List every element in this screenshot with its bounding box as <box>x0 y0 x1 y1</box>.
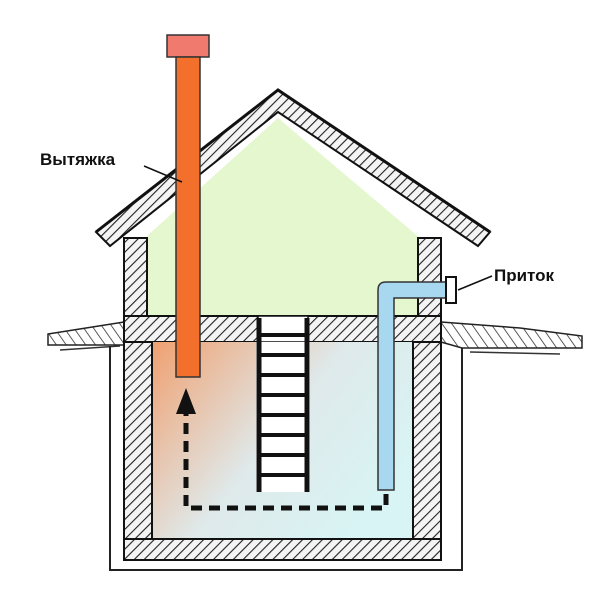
supply-pipe <box>377 276 457 491</box>
supply-leader <box>457 275 493 291</box>
floor-hatch <box>257 315 309 343</box>
exhaust-label: Вытяжка <box>40 150 116 169</box>
exhaust-pipe <box>166 34 210 378</box>
chimney-cap <box>166 34 210 58</box>
attic-space <box>147 118 420 316</box>
cellar-wall-right <box>412 341 442 561</box>
supply-label: Приток <box>494 266 555 285</box>
exhaust-leader <box>143 165 183 183</box>
cellar-wall-left <box>123 341 153 561</box>
roof <box>94 88 492 248</box>
cellar-floor <box>123 538 442 561</box>
dashed-arrow-up-icon <box>176 388 389 511</box>
supply-inlet-cap <box>445 276 457 304</box>
upper-wall-left <box>123 237 148 319</box>
upper-wall-right <box>417 237 442 319</box>
cellar-outer-edge <box>109 346 463 571</box>
ladder-icon <box>256 318 310 492</box>
